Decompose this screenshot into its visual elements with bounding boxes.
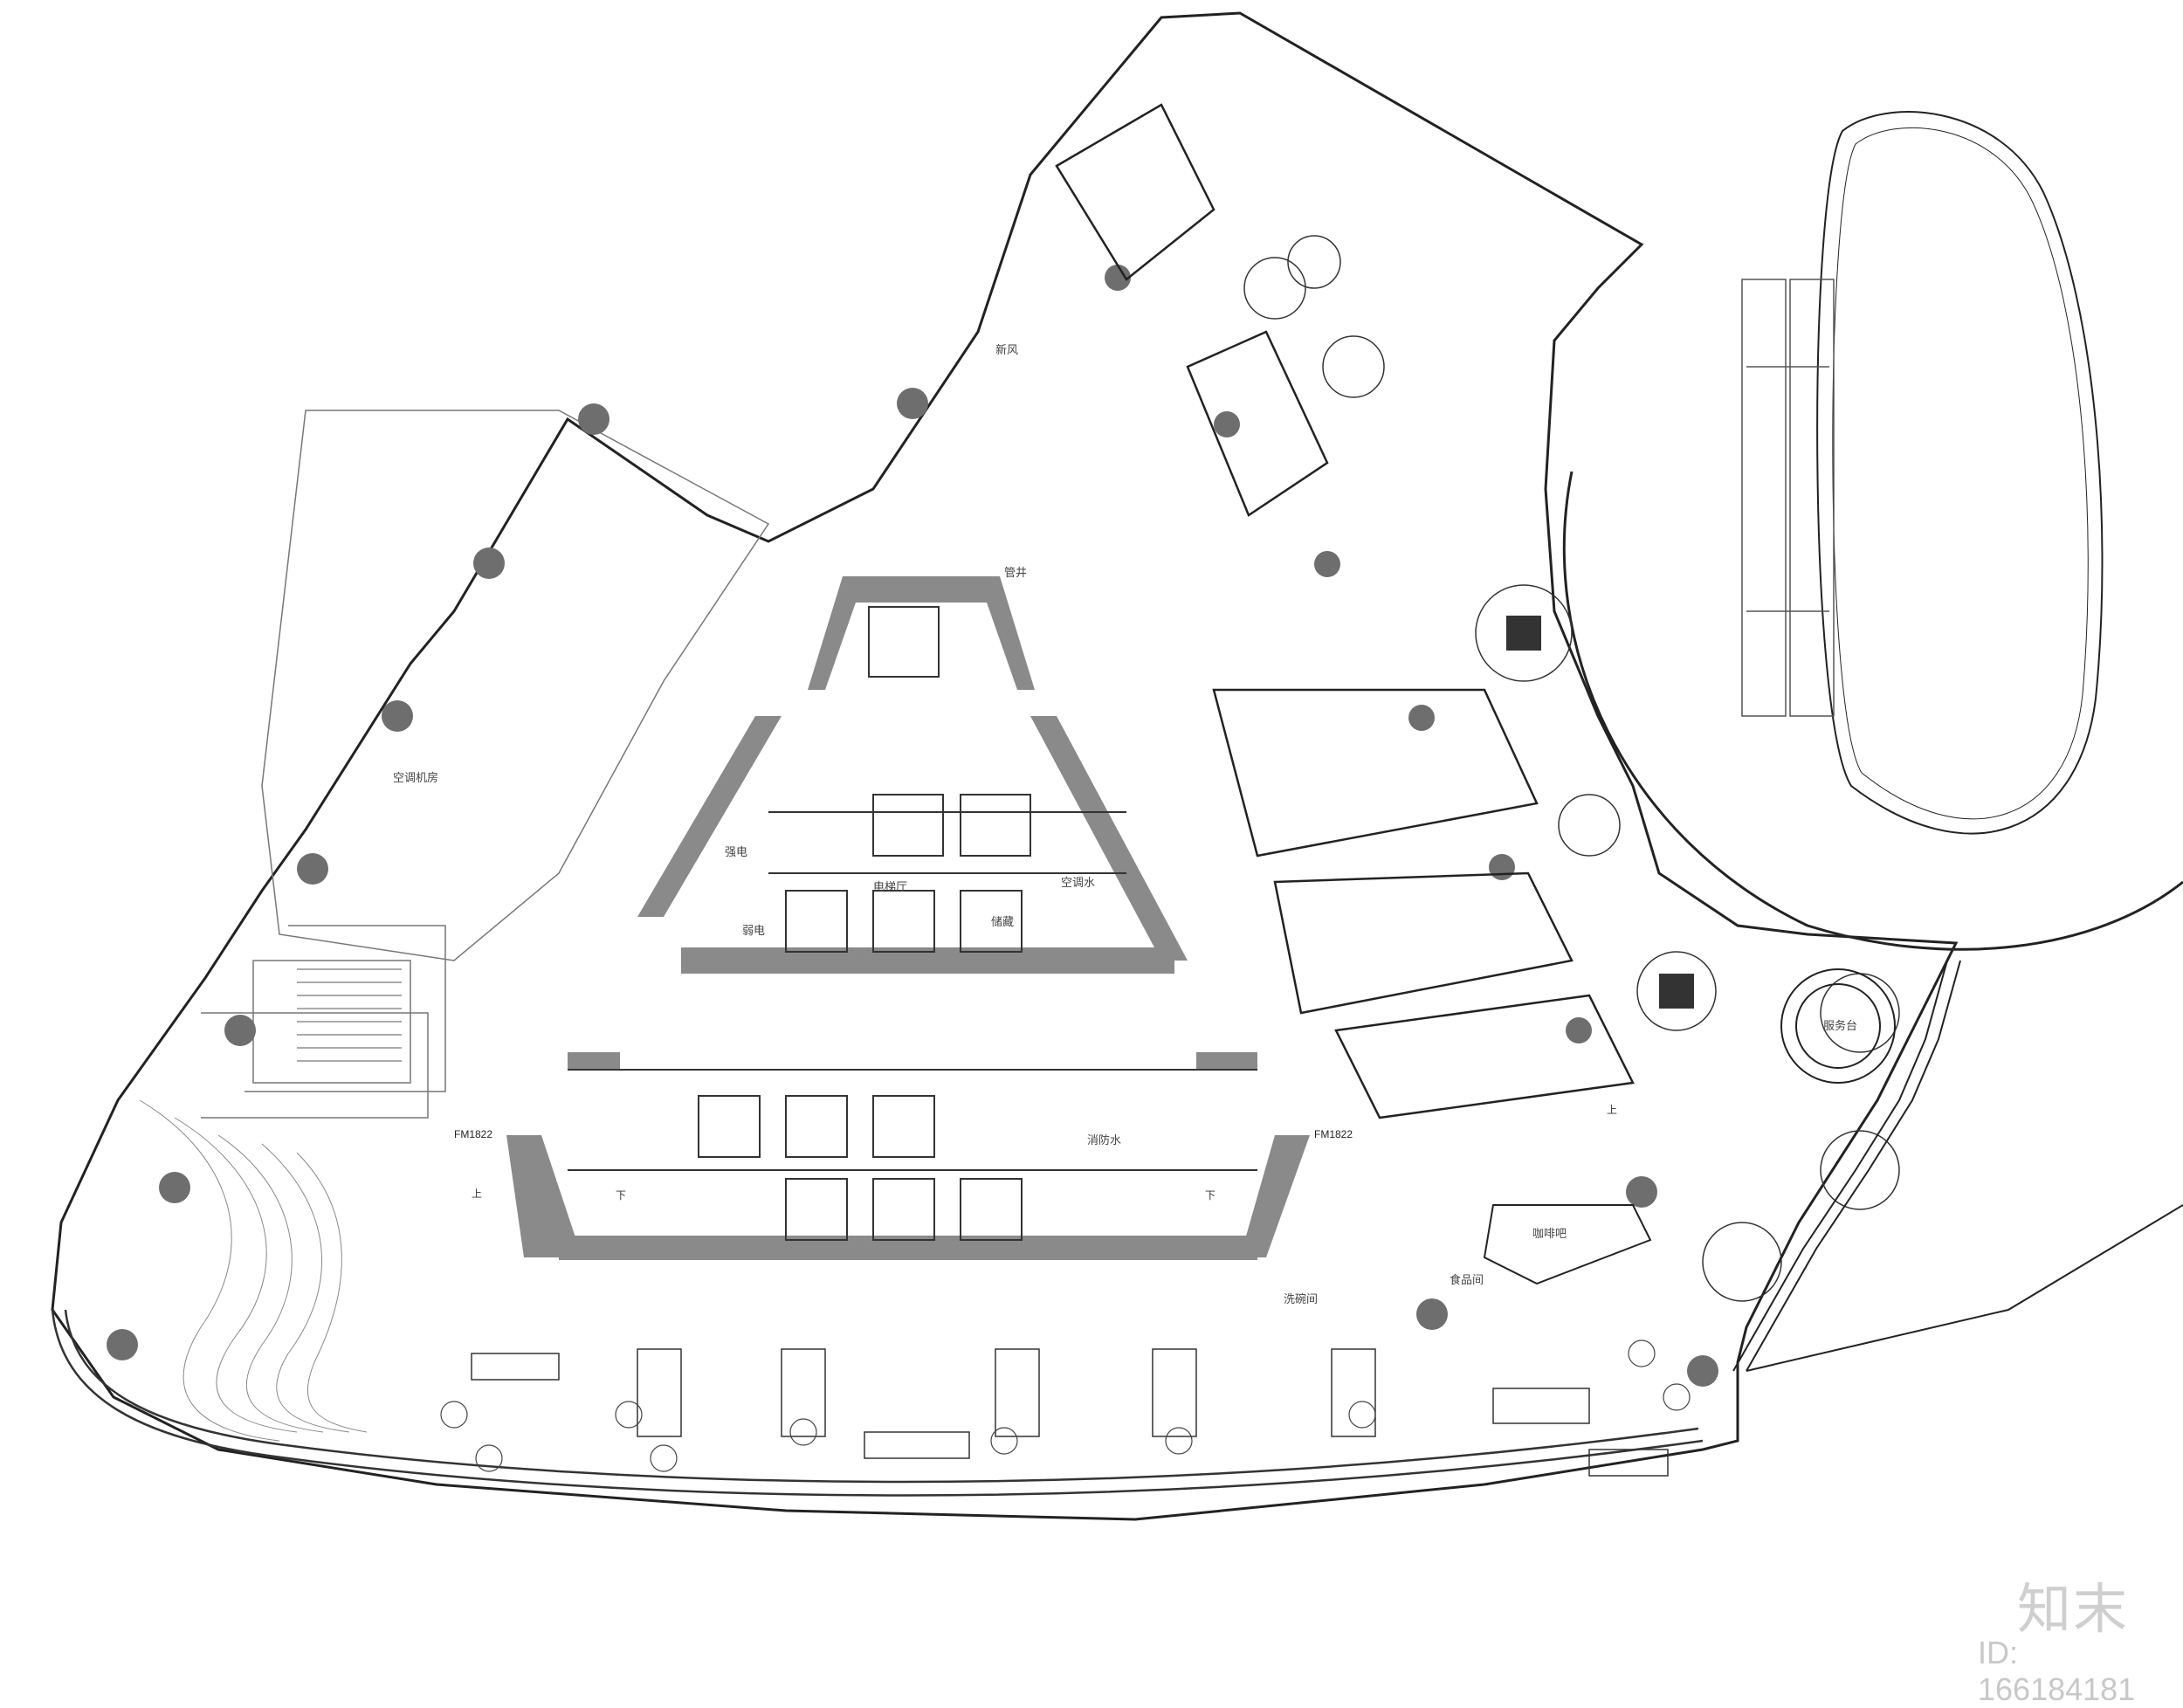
core-upper-rooms: [768, 606, 1126, 953]
column-markers: [107, 265, 1718, 1387]
fire-shaft-label: 消防水: [1087, 1133, 1122, 1147]
dining-chairs: [440, 1340, 1691, 1472]
hvac-room-label: 空调机房: [393, 771, 439, 784]
watermark-id: ID: 166184181: [1978, 1635, 2136, 1707]
core-lower-rooms: [568, 1069, 1257, 1241]
west-wing: [201, 410, 770, 1119]
table-pedestals: [1506, 616, 1694, 1009]
air-supply-label: 新风: [995, 343, 1019, 356]
coffee-bar-label: 咖啡吧: [1532, 1227, 1567, 1240]
coffee-bar-counter: [1483, 1204, 1652, 1285]
elevator-hall-label: 电梯厅: [873, 880, 908, 893]
dish-room-label: 洗碗间: [1284, 1292, 1319, 1305]
storage-label: 储藏: [991, 915, 1015, 928]
service-desk: [1780, 968, 1896, 1084]
service-desk-label: 服务台: [1823, 1019, 1858, 1032]
pipe-well-label: 管井: [1004, 566, 1028, 579]
stair-up-west: 上: [472, 1188, 483, 1200]
dining-tables: [471, 1348, 1669, 1477]
landscape-garden: [139, 1099, 368, 1442]
east-wall: [1732, 960, 2183, 1372]
hvac-shaft-label: 空调水: [1061, 876, 1096, 889]
weak-power-label: 弱电: [742, 924, 766, 937]
core-upper: [637, 576, 1188, 974]
watermark-logo: 知末: [2017, 1577, 2130, 1641]
stair-down-east: 下: [1205, 1189, 1216, 1202]
south-facade: [51, 1309, 1704, 1497]
outer-wall: [51, 11, 1959, 1521]
core-lower: [506, 1052, 1310, 1260]
round-tables: [1243, 235, 1900, 1302]
strong-power-label: 强电: [725, 845, 748, 858]
north-east-rooms: [1055, 103, 1635, 1119]
food-room-label: 食品间: [1450, 1273, 1484, 1286]
escalators: [1741, 279, 1835, 717]
door-tag-east: FM1822: [1314, 1128, 1353, 1140]
stair-down-west: 下: [616, 1189, 627, 1202]
door-tag-west: FM1822: [454, 1128, 493, 1140]
atrium-void: [1562, 111, 2183, 951]
stair-up-east: 上: [1607, 1104, 1618, 1116]
west-stair: [297, 968, 402, 1062]
